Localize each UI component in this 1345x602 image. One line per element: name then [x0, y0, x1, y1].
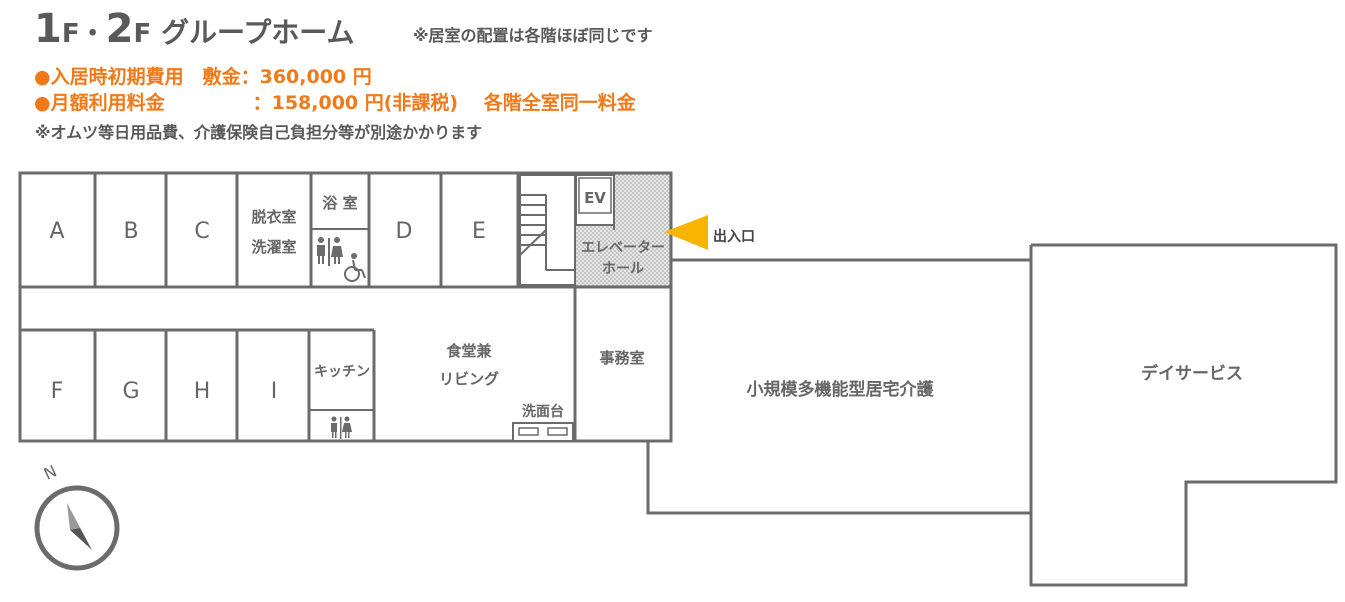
room-g-label: G [122, 379, 139, 404]
ev-label: EV [584, 189, 606, 207]
washbasin-counter [512, 422, 574, 442]
initial-fee-label: ●入居時初期費用 敷金 [34, 66, 241, 88]
elevator-hall-label-1: エレベーター [581, 240, 665, 256]
day-service-outline [1029, 243, 1338, 587]
monthly-fee-line: ●月額利用料金 ：158,000 円(非課税) 各階全室同一料金 [34, 88, 636, 115]
small-multi-label: 小規模多機能型居宅介護 [747, 379, 935, 400]
group-home-outline [18, 171, 673, 443]
compass-n-label: N [41, 461, 60, 483]
room-c-label: C [194, 219, 209, 244]
toilet-icon [317, 237, 343, 266]
dining-label-2: リビング [439, 370, 499, 388]
room-e-label: E [472, 219, 486, 244]
changing-room-label: 脱衣室 [251, 208, 296, 226]
room-i-label: I [271, 379, 278, 404]
compass-icon [34, 485, 120, 571]
title-group-home: グループホーム [151, 16, 355, 49]
elevator-hall-label-2: ホール [602, 261, 644, 277]
kitchen-label: キッチン [314, 364, 370, 380]
room-f-label: F [51, 379, 64, 404]
monthly-fee-value: ：158,000 円(非課税) 各階全室同一料金 [252, 92, 636, 114]
washbasin-sink-2 [547, 427, 568, 436]
day-service-label: デイサービス [1141, 363, 1243, 384]
wheelchair-icon [344, 253, 366, 282]
title-f-2: F [133, 19, 152, 49]
room-a-label: A [49, 219, 64, 244]
ev-car [578, 177, 612, 214]
bath-label: 浴 室 [322, 194, 357, 212]
title-f-1: F [61, 19, 80, 49]
title-floor-1: 1 [34, 6, 62, 52]
office-label: 事務室 [599, 349, 644, 367]
toilet-icon-kitchen [331, 416, 352, 439]
washbasin-label: 洗面台 [522, 403, 564, 420]
entrance-arrow-icon [664, 215, 708, 250]
room-h-label: H [194, 379, 211, 404]
stairs [519, 174, 576, 286]
laundry-room-label: 洗濯室 [251, 238, 296, 256]
initial-fee-line: ●入居時初期費用 敷金：360,000 円 [34, 62, 372, 89]
washbasin-sink-1 [518, 427, 539, 436]
title-dot: ・ [79, 19, 106, 49]
page-title: 1F・2F グループホーム [34, 6, 354, 52]
entrance-label: 出入口 [713, 228, 755, 245]
multi-bottom-wall [646, 441, 1031, 515]
room-b-label: B [123, 219, 138, 244]
title-floor-2: 2 [105, 6, 134, 52]
dining-label-1: 食堂兼 [446, 342, 492, 360]
ev-box [575, 174, 615, 226]
layout-note: ※居室の配置は各階ほぼ同じです [413, 26, 653, 45]
room-d-label: D [396, 219, 413, 244]
monthly-fee-label: ●月額利用料金 [34, 92, 165, 114]
initial-fee-value: ：360,000 円 [240, 66, 372, 88]
extra-cost-note: ※オムツ等日用品費、介護保険自己負担分等が別途かかります [35, 123, 483, 142]
